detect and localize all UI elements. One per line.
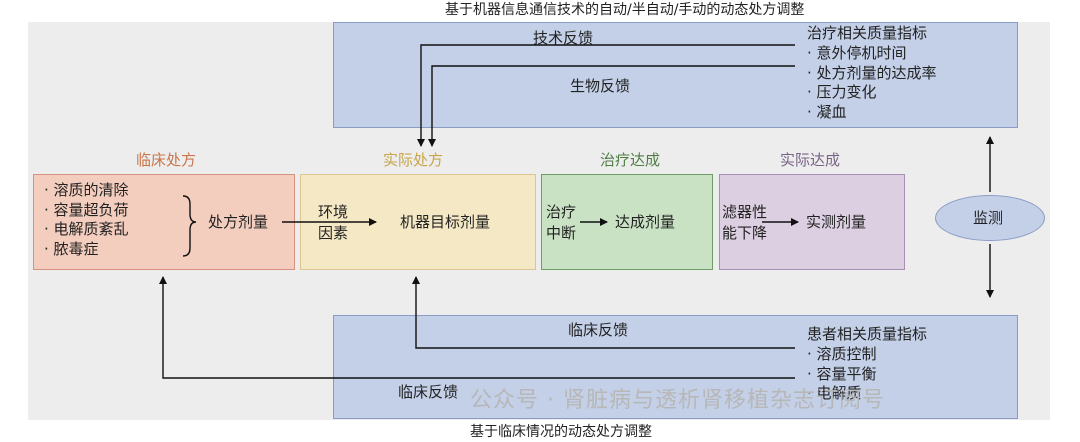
filter-decline-line2: 能下降 — [722, 224, 768, 242]
environment-factor-line1: 环境 — [318, 203, 349, 221]
top-caption: 基于机器信息通信技术的自动/半自动/手动的动态处方调整 — [445, 2, 805, 18]
clinical-rx-title: 临床处方 — [136, 151, 197, 169]
environment-factor-line2: 因素 — [318, 224, 349, 242]
watermark-text: 公众号 · 肾脏病与透析肾移植杂志订阅号 — [470, 388, 885, 413]
patient-quality-item: · 溶质控制 — [807, 345, 877, 363]
machine-target-dose-label: 机器目标剂量 — [400, 213, 491, 231]
clinical-feedback-box — [333, 315, 1018, 419]
monitor-ellipse — [935, 195, 1045, 241]
bracket-brace — [182, 195, 197, 257]
treatment-interruption-line1: 治疗 — [546, 203, 577, 221]
achieved-dose-label: 达成剂量 — [615, 213, 676, 231]
treatment-quality-item: · 凝血 — [807, 102, 847, 121]
patient-quality-title: 患者相关质量指标 — [807, 325, 928, 343]
clinical-indication-item: · 脓毒症 — [44, 239, 99, 258]
clinical-feedback-label-lower: 临床反馈 — [398, 383, 459, 401]
treatment-quality-item: · 意外停机时间 — [807, 44, 907, 62]
tech-feedback-label: 技术反馈 — [533, 29, 594, 47]
tech-feedback-arrow — [417, 44, 795, 147]
treatment-achieved-title: 治疗达成 — [600, 151, 661, 169]
clinical-feedback-arrow-upper — [412, 276, 795, 349]
patient-quality-item: · 电解质 — [807, 384, 862, 402]
clinical-indication-item: · 溶质的清除 — [44, 181, 129, 199]
treatment-interruption-line2: 中断 — [546, 224, 577, 242]
treatment-quality-list: · 意外停机时间 · 处方剂量的达成率 · 压力变化 · 凝血 — [807, 44, 937, 122]
patient-quality-list: · 溶质控制 · 容量平衡 · 电解质 — [807, 345, 877, 404]
clinical-indication-list: · 溶质的清除 · 容量超负荷 · 电解质紊乱 · 脓毒症 — [44, 181, 129, 259]
clinical-indication-item: · 容量超负荷 — [44, 200, 129, 219]
clinical-feedback-label: 临床反馈 — [568, 321, 629, 339]
bottom-caption: 基于临床情况的动态处方调整 — [470, 424, 652, 440]
clinical-feedback-arrow-lower — [159, 276, 795, 379]
measured-dose-label: 实测剂量 — [806, 213, 867, 231]
monitor-label: 监测 — [973, 209, 1004, 227]
treatment-quality-title: 治疗相关质量指标 — [807, 24, 928, 42]
clinical-indication-item: · 电解质紊乱 — [44, 220, 129, 238]
prescribed-dose-label: 处方剂量 — [208, 213, 269, 231]
patient-quality-item: · 容量平衡 — [807, 364, 877, 383]
actual-rx-title: 实际处方 — [383, 151, 444, 169]
tech-feedback-box — [333, 22, 1018, 128]
bio-feedback-arrow — [428, 65, 795, 147]
filter-decline-line1: 滤器性 — [722, 203, 768, 221]
treatment-quality-item: · 压力变化 — [807, 83, 877, 101]
treatment-quality-item: · 处方剂量的达成率 — [807, 63, 937, 82]
actual-achieved-box — [719, 174, 905, 270]
treatment-achieved-box — [541, 174, 713, 270]
bio-feedback-label: 生物反馈 — [570, 77, 631, 95]
actual-achieved-title: 实际达成 — [780, 151, 841, 169]
